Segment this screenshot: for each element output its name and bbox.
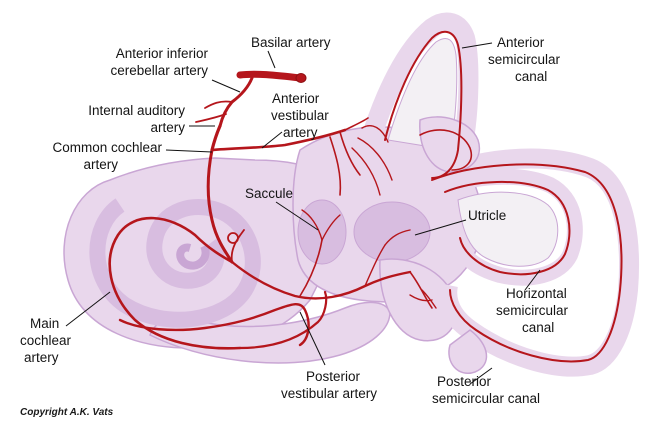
label-hsc-line1: Horizontal xyxy=(506,286,567,301)
leader-basilar xyxy=(267,50,276,69)
label-psc-line1: Posterior xyxy=(437,374,492,389)
label-utricle: Utricle xyxy=(468,208,506,223)
horizontal-canal-lumen xyxy=(457,191,559,267)
label-asc-line2: semicircular xyxy=(488,52,561,67)
anterior-vestibular-artery-vessel xyxy=(210,128,347,152)
ava-branch-up-5 xyxy=(357,137,393,181)
label-mca-line3: artery xyxy=(24,350,59,365)
arteries xyxy=(108,30,623,363)
cochlear-loop xyxy=(227,232,239,244)
ava-branch-up-6 xyxy=(361,124,389,143)
main-cochlear-artery-vessel xyxy=(108,216,242,350)
pva-branch-ampulla-3 xyxy=(421,289,437,309)
label-iaa-line2: artery xyxy=(150,120,185,135)
pva-branch-utricle xyxy=(364,244,386,287)
leader-mca xyxy=(65,291,111,327)
copyright-text: Copyright A.K. Vats xyxy=(20,407,114,418)
leader-psc xyxy=(469,367,493,385)
label-ava-line1: Anterior xyxy=(272,91,320,106)
leader-cca xyxy=(165,149,213,153)
label-iaa-line1: Internal auditory xyxy=(88,103,185,118)
ava-branch-up-1 xyxy=(344,117,369,131)
internal-auditory-artery-vessel xyxy=(210,124,222,152)
utricle-sac xyxy=(353,201,431,263)
posterior-canal-artery xyxy=(431,163,623,363)
leader-saccule xyxy=(275,201,319,231)
ava-branch-up-2 xyxy=(339,131,361,176)
vestibular-pouch-artery xyxy=(419,129,472,171)
basilar-artery-end xyxy=(295,73,307,83)
label-hsc-line3: canal xyxy=(522,320,554,335)
horizontal-canal-artery xyxy=(444,180,571,276)
pva-branch-saccule-3 xyxy=(321,214,341,241)
label-aica-line2: cerebellar artery xyxy=(110,63,208,78)
cochlear-spiral-branch xyxy=(238,290,328,350)
label-mca-line1: Main xyxy=(30,316,59,331)
ava-branch-up-4 xyxy=(351,147,381,196)
label-aica-line1: Anterior inferior xyxy=(116,46,209,61)
label-mca-line2: cochlear xyxy=(20,333,72,348)
posterior-ampulla xyxy=(379,258,458,342)
label-saccule: Saccule xyxy=(245,186,293,201)
label-hsc-line2: semicircular xyxy=(496,303,569,318)
label-cca-line1: Common cochlear xyxy=(52,140,162,155)
label-asc-line1: Anterior xyxy=(497,35,545,50)
label-pva-line1: Posterior xyxy=(306,369,361,384)
label-ava-line2: vestibular xyxy=(271,108,329,123)
pva-branch-saccule xyxy=(299,239,323,297)
anterior-canal-artery xyxy=(384,30,463,179)
common-cochlear-artery-vessel xyxy=(206,148,234,264)
leader-asc xyxy=(461,42,493,49)
leader-ava xyxy=(261,131,283,149)
leader-aica xyxy=(211,79,241,93)
label-asc-line3: canal xyxy=(515,69,547,84)
leader-utricle xyxy=(414,219,467,236)
label-pva-line2: vestibular artery xyxy=(281,386,377,401)
ava-branch-up-3 xyxy=(329,136,342,196)
label-psc-line2: semicircular canal xyxy=(432,391,540,406)
label-cca-line2: artery xyxy=(83,157,118,172)
leader-lines xyxy=(65,42,541,385)
posterior-vestibular-artery-vessel xyxy=(230,260,412,300)
cochlear-lower-loop xyxy=(118,303,310,347)
aica-branch-1 xyxy=(204,100,233,109)
labels: Basilar artery Anterior inferior cerebel… xyxy=(20,35,569,418)
pva-branch-saccule-2 xyxy=(301,209,323,241)
leader-hsc xyxy=(524,269,541,291)
saccule-sac xyxy=(297,199,347,265)
leader-pva xyxy=(299,311,326,366)
cochlear-inner-branch xyxy=(230,229,245,263)
cochlea-spiral-inner xyxy=(176,243,210,270)
label-ava-line3: artery xyxy=(283,125,318,140)
basilar-artery-vessel xyxy=(236,70,304,82)
label-basilar-artery: Basilar artery xyxy=(251,35,331,50)
pva-branch-utricle-2 xyxy=(384,229,411,246)
horizontal-semicircular-canal xyxy=(436,168,583,286)
posterior-canal-stub xyxy=(448,329,488,375)
aica-branch-2 xyxy=(195,113,227,123)
